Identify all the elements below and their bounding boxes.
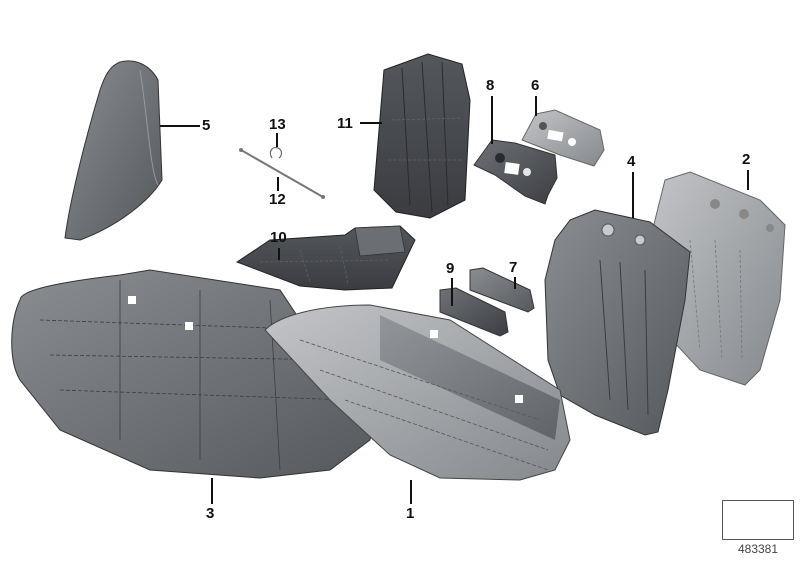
callout-9: 9	[446, 260, 455, 277]
part-6-guide-cover-light	[521, 109, 605, 167]
reference-number: 483381	[737, 542, 779, 556]
part-11-cover-panel	[373, 53, 471, 219]
leader-line-1	[410, 480, 412, 504]
leader-line-11	[360, 122, 382, 124]
callout-12: 12	[269, 191, 286, 208]
callout-8: 8	[486, 77, 495, 94]
leader-line-4	[632, 172, 634, 218]
callout-4: 4	[627, 153, 636, 170]
leader-line-5	[160, 125, 200, 127]
leader-line-13	[276, 133, 278, 147]
part-5-side-bolster	[64, 60, 163, 241]
callout-10: 10	[270, 229, 287, 246]
callout-7: 7	[509, 259, 518, 276]
part-1-cushion-right	[264, 304, 571, 481]
leader-line-3	[211, 478, 213, 504]
part-8-guide-cover-dark	[473, 139, 558, 205]
part-12-wire-rod	[239, 148, 325, 199]
callout-3: 3	[206, 505, 215, 522]
callout-11: 11	[337, 115, 353, 132]
callout-13: 13	[269, 116, 286, 133]
leader-line-12	[277, 177, 279, 191]
part-13-clip	[269, 147, 283, 159]
part-9-trim-strip-dark	[439, 287, 509, 337]
leader-line-6	[535, 96, 537, 116]
orientation-box	[722, 500, 794, 540]
part-7-trim-strip-light	[469, 267, 535, 313]
part-4-backrest-cover	[544, 209, 691, 436]
leader-line-9	[451, 278, 453, 306]
leader-line-7	[514, 277, 516, 289]
leader-line-10	[278, 248, 280, 260]
callout-2: 2	[742, 151, 751, 168]
callout-5: 5	[202, 117, 211, 134]
leader-line-2	[747, 170, 749, 190]
leader-line-8	[491, 96, 493, 144]
callout-1: 1	[406, 505, 415, 522]
callout-6: 6	[531, 77, 540, 94]
part-10-foam-pad	[235, 225, 416, 291]
